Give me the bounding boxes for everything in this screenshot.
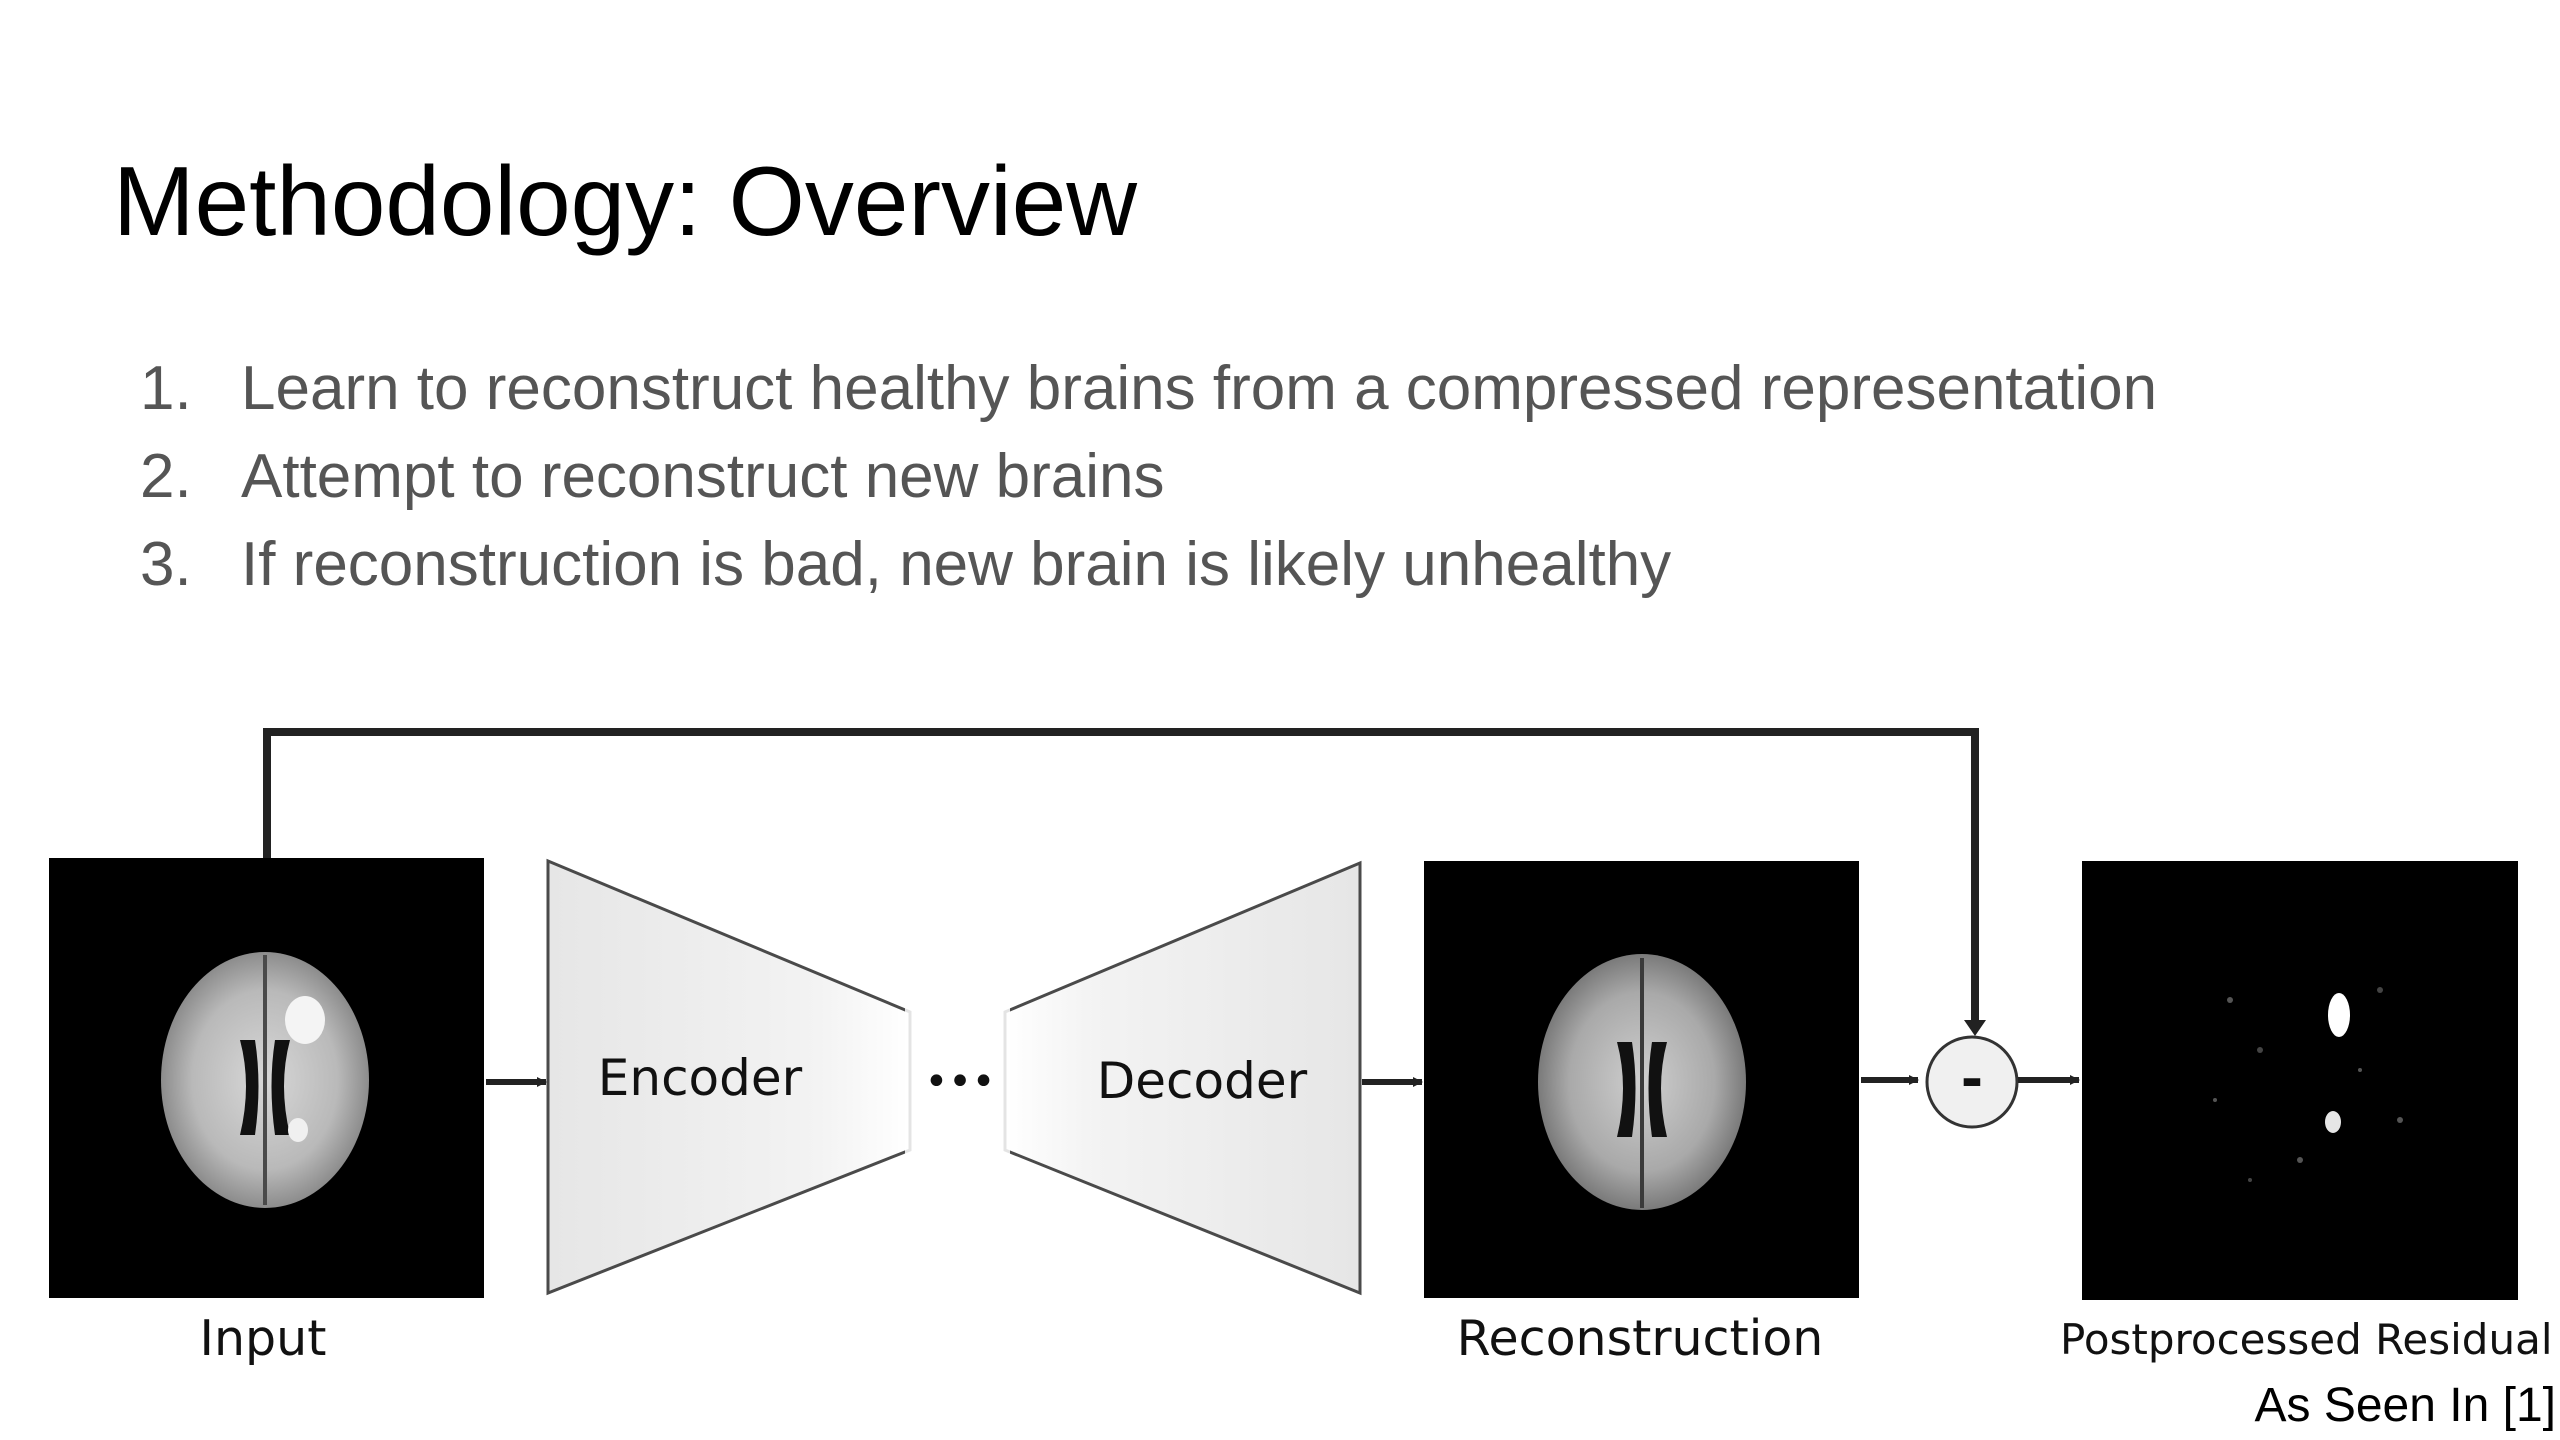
encoder-label: Encoder <box>598 1049 803 1107</box>
list-item: 3. If reconstruction is bad, new brain is… <box>140 521 2157 609</box>
slide-title: Methodology: Overview <box>113 146 1138 256</box>
skip-connection-line <box>263 728 1979 1024</box>
list-item: 2. Attempt to reconstruct new brains <box>140 433 2157 521</box>
step-text: If reconstruction is bad, new brain is l… <box>241 530 1672 599</box>
reconstruction-caption: Reconstruction <box>1456 1310 1824 1367</box>
step-number: 1. <box>140 354 192 423</box>
step-number: 2. <box>140 442 192 511</box>
residual-brain-image <box>2082 861 2518 1300</box>
step-text: Attempt to reconstruct new brains <box>241 442 1165 511</box>
decoder-label: Decoder <box>1097 1052 1308 1110</box>
step-list: 1. Learn to reconstruct healthy brains fr… <box>140 345 2157 609</box>
input-brain-image <box>49 858 484 1298</box>
subtract-node <box>1925 1035 2019 1129</box>
input-caption: Input <box>199 1310 327 1367</box>
subtract-symbol: - <box>1961 1048 1983 1111</box>
ellipsis-label: ••• <box>925 1059 996 1105</box>
step-text: Learn to reconstruct healthy brains from… <box>241 354 2158 423</box>
list-item: 1. Learn to reconstruct healthy brains fr… <box>140 345 2157 433</box>
skip-connection-arrowhead <box>1964 1020 1986 1036</box>
reconstruction-brain-image <box>1424 861 1859 1298</box>
citation: As Seen In [1] <box>2254 1379 2556 1432</box>
step-number: 3. <box>140 530 192 599</box>
residual-caption: Postprocessed Residual <box>2060 1315 2553 1364</box>
